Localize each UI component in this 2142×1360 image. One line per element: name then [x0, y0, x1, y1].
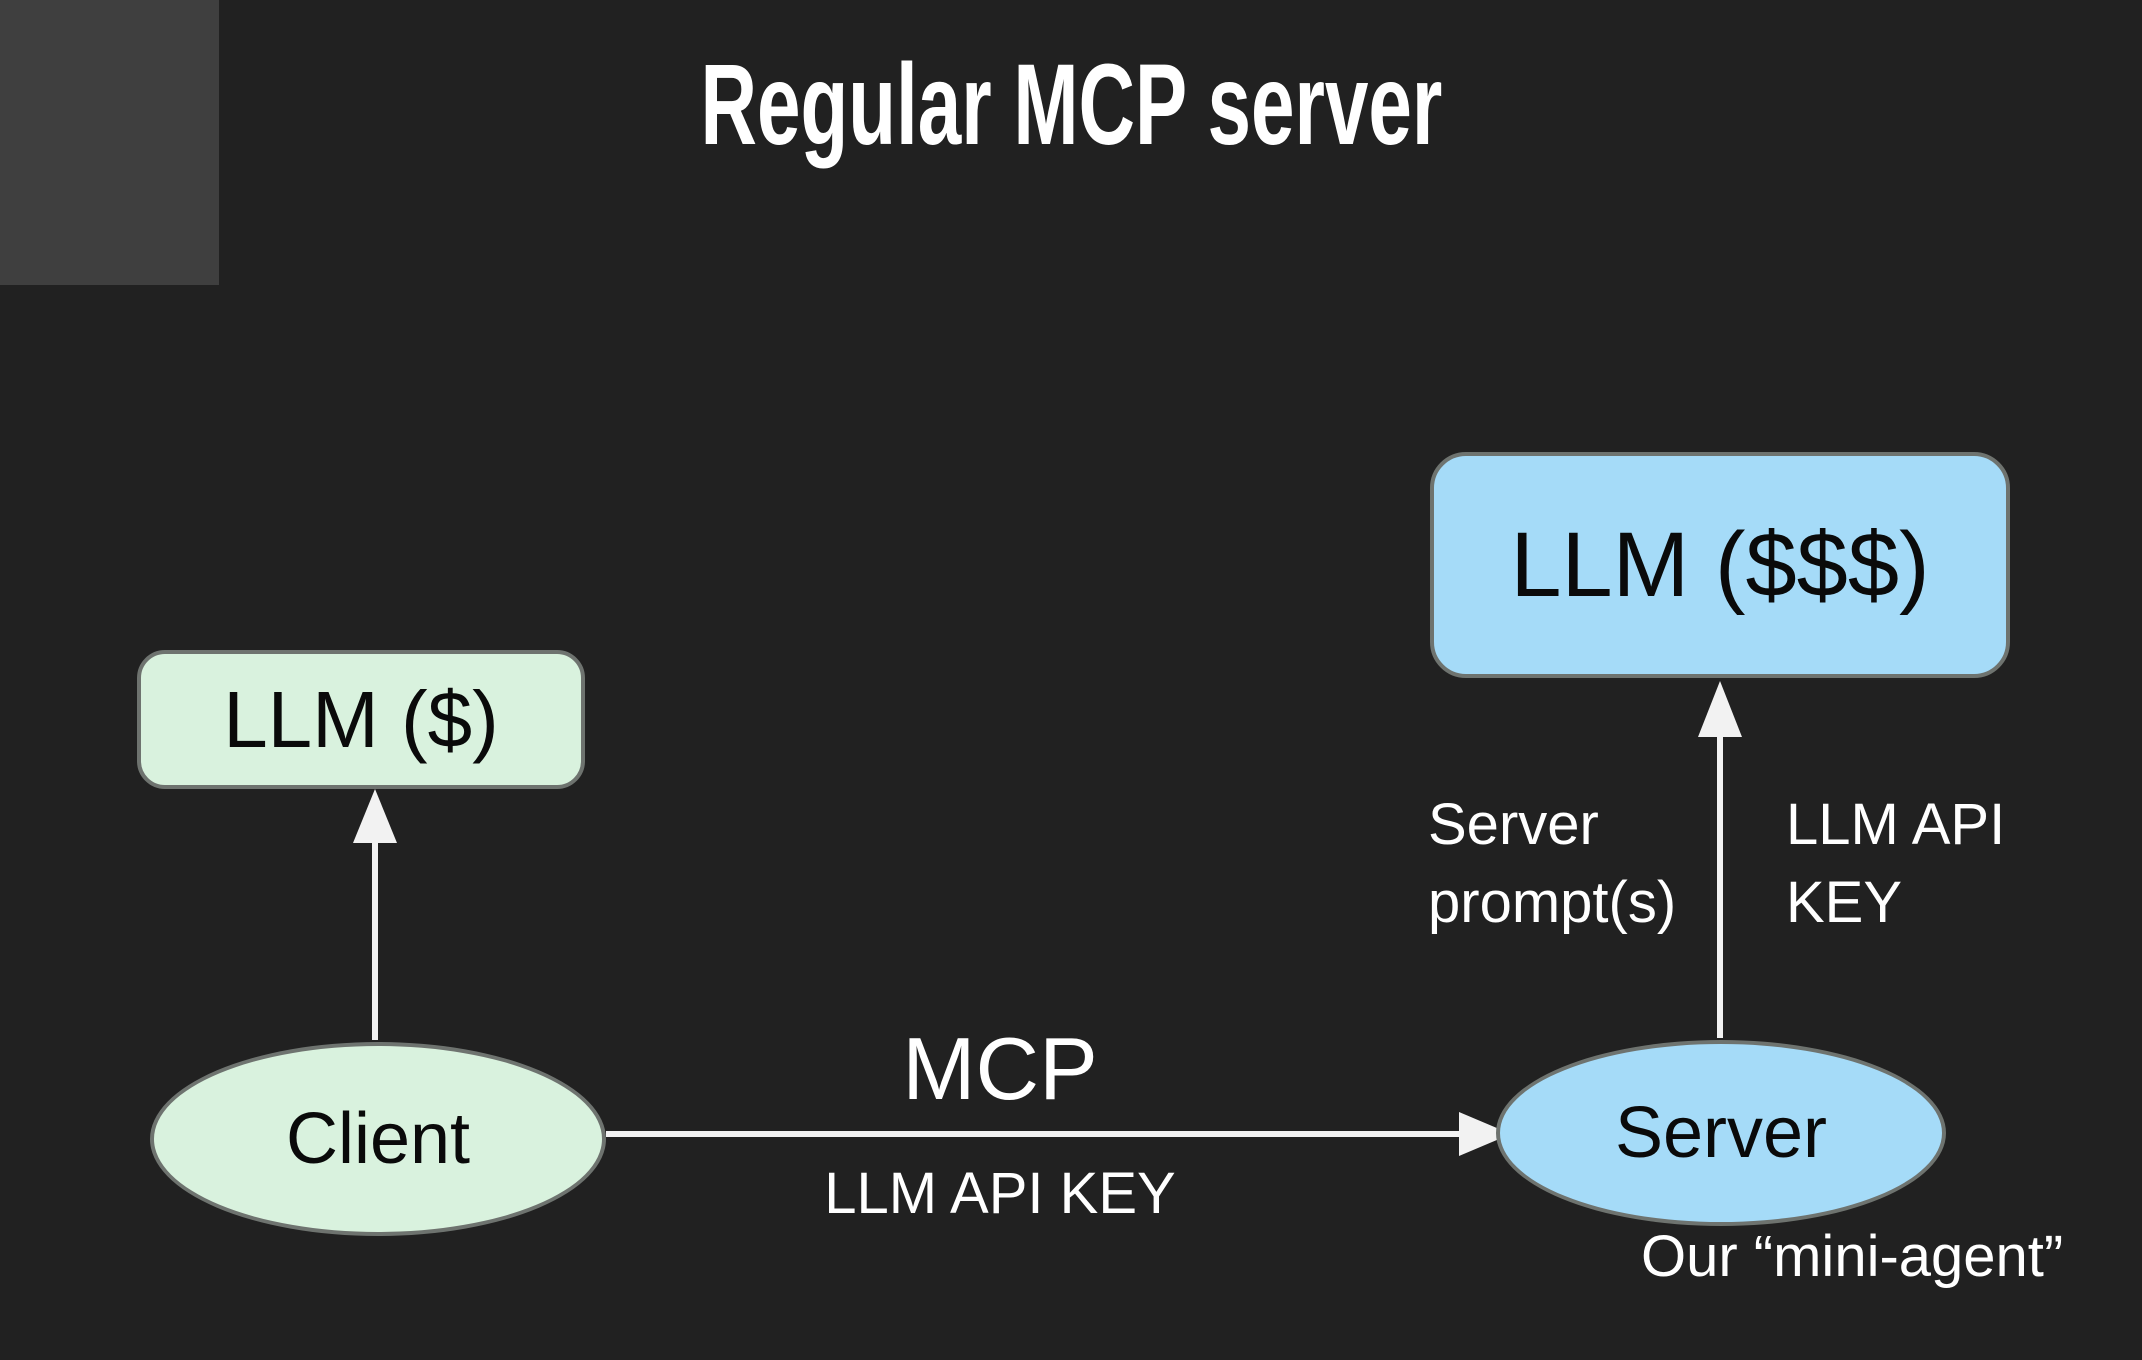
node-client-label: Client [285, 1099, 471, 1179]
corner-accent-rect [0, 0, 219, 285]
arrowhead-right-icon [1459, 1112, 1511, 1156]
edge-label-llm-api-key: LLM API KEY [824, 1161, 1176, 1226]
arrow-client-to-server [606, 1112, 1511, 1156]
server-note-annotation: Our “mini-agent” [1641, 1224, 2064, 1289]
node-llm-cheap-label: LLM ($) [223, 674, 499, 764]
edge-label-mcp: MCP [902, 1019, 1098, 1118]
node-server: Server [1496, 1040, 1946, 1226]
node-llm-cheap: LLM ($) [137, 650, 585, 789]
edge-label-llm-api-key-vertical: LLM API KEY [1786, 792, 2006, 936]
node-client: Client [150, 1042, 606, 1236]
node-server-label: Server [1614, 1093, 1828, 1173]
arrow-client-to-llm-cheap [353, 789, 397, 1040]
node-llm-expensive: LLM ($$$) [1430, 452, 2010, 678]
node-llm-expensive-label: LLM ($$$) [1510, 513, 1930, 616]
edge-label-server-prompts: Server prompt(s) [1428, 792, 1677, 936]
arrowhead-up-icon [353, 789, 397, 843]
arrow-server-to-llm-expensive [1698, 681, 1742, 1038]
arrowhead-up-icon [1698, 681, 1742, 737]
